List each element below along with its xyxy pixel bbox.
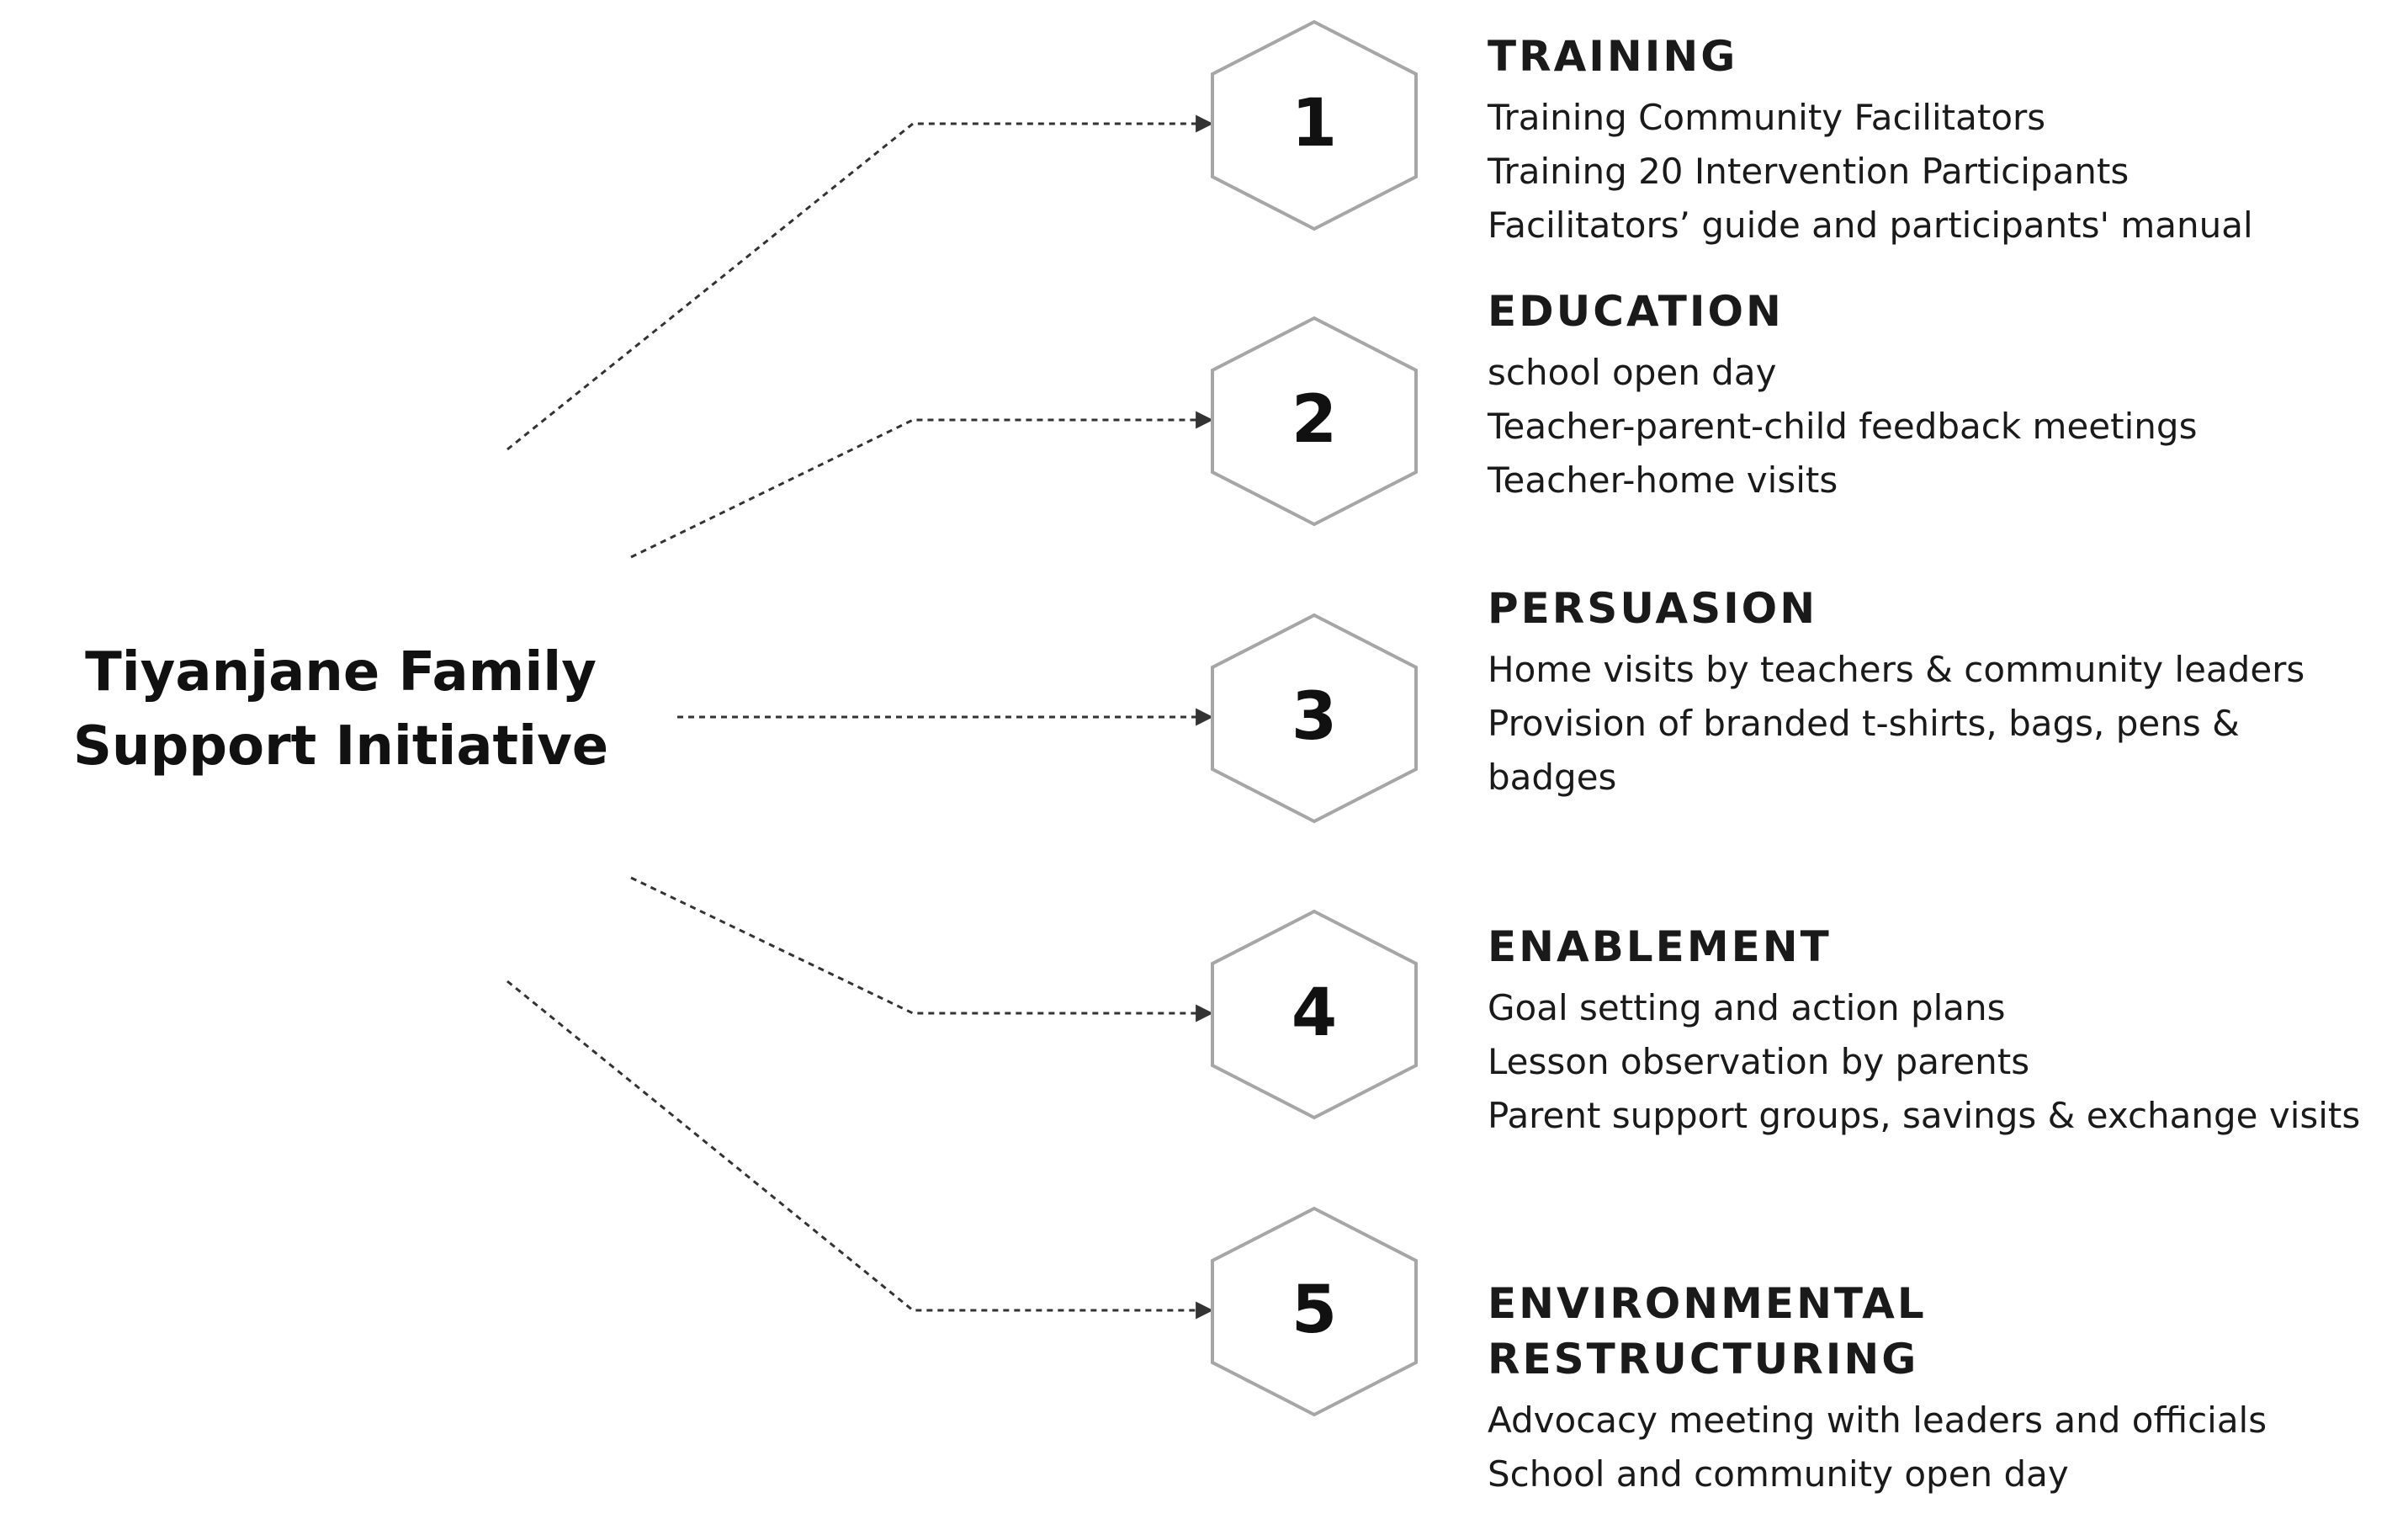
step-item: Provision of branded t-shirts, bags, pen… [1488,703,2240,798]
step-training: TRAINING Training Community Facilitators… [1488,29,2405,252]
step-item: Goal setting and action plans [1488,987,2006,1028]
step-items-persuasion: Home visits by teachers & community lead… [1488,643,2405,805]
hexagon-5 [1211,1206,1418,1417]
connector-5 [507,980,1214,1320]
center-title: Tiyanjane Family Support Initiative [25,635,656,783]
step-item: School and community open day [1488,1453,2069,1495]
connector-2 [630,411,1214,559]
step-item: Parent support groups, savings & exchang… [1488,1095,2361,1136]
hexagon-number-4: 4 [1291,975,1338,1051]
step-item: Home visits by teachers & community lead… [1488,649,2305,690]
step-items-environmental-restructuring: Advocacy meeting with leaders and offici… [1488,1394,2405,1501]
connector-1 [507,114,1214,451]
hexagon-number-5: 5 [1291,1272,1338,1348]
step-item: Facilitators’ guide and participants' ma… [1488,204,2253,246]
step-heading-education: EDUCATION [1488,287,1784,336]
center-title-line2: Support Initiative [72,715,609,778]
step-education: EDUCATION school open day Teacher-parent… [1488,284,2405,507]
center-title-line1: Tiyanjane Family [85,641,597,704]
hexagon-2 [1211,316,1418,527]
step-item: Training Community Facilitators [1488,97,2046,138]
step-item: Teacher-parent-child feedback meetings [1488,406,2198,447]
hexagon-number-2: 2 [1291,382,1338,458]
step-item: Advocacy meeting with leaders and offici… [1488,1400,2267,1441]
step-heading-enablement: ENABLEMENT [1488,922,1832,971]
step-enablement: ENABLEMENT Goal setting and action plans… [1488,919,2405,1143]
step-item: Teacher-home visits [1488,459,1838,501]
step-item: Training 20 Intervention Participants [1488,151,2130,192]
step-items-enablement: Goal setting and action plans Lesson obs… [1488,981,2405,1143]
hexagon-3 [1211,613,1418,824]
step-heading-environmental-restructuring: ENVIRONMENTAL RESTRUCTURING [1488,1276,2405,1387]
step-environmental-restructuring: ENVIRONMENTAL RESTRUCTURING Advocacy mee… [1488,1276,2405,1501]
hexagon-1 [1211,19,1418,231]
hexagon-4 [1211,909,1418,1120]
step-heading-training: TRAINING [1488,32,1738,81]
step-heading-line: ENVIRONMENTAL [1488,1279,1927,1328]
step-items-training: Training Community Facilitators Training… [1488,91,2405,252]
connector-4 [630,876,1214,1022]
step-heading-persuasion: PERSUASION [1488,584,1818,633]
step-item: Lesson observation by parents [1488,1041,2030,1082]
step-heading-line: RESTRUCTURING [1488,1335,1919,1384]
hexagon-number-1: 1 [1291,86,1338,162]
step-items-education: school open day Teacher-parent-child fee… [1488,346,2405,507]
step-persuasion: PERSUASION Home visits by teachers & com… [1488,581,2405,805]
step-item: school open day [1488,352,1777,393]
hexagon-number-3: 3 [1291,679,1338,755]
